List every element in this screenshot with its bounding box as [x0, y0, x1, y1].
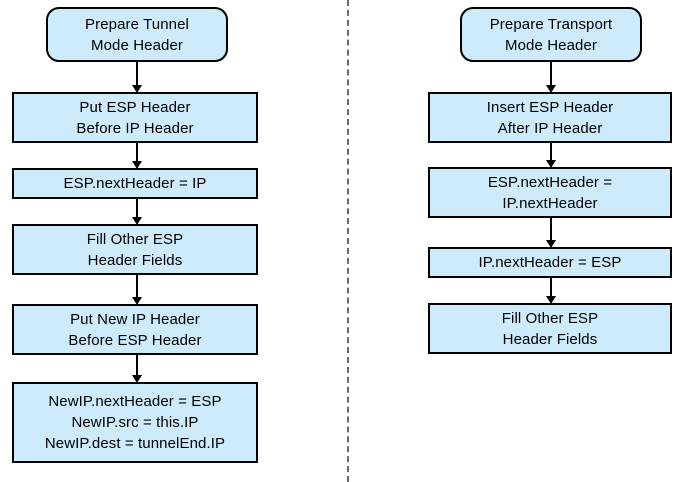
arrowhead-icon-tunnel-arrow-5 — [132, 375, 142, 383]
arrowhead-icon-tunnel-arrow-2 — [132, 161, 142, 169]
flow-node-transport-step-3: IP.nextHeader = ESP — [428, 247, 672, 278]
arrowhead-icon-tunnel-arrow-1 — [132, 85, 142, 93]
flow-node-tunnel-step-1: Put ESP Header Before IP Header — [12, 92, 258, 143]
connector-line-tunnel-arrow-5 — [136, 355, 138, 375]
connector-line-transport-arrow-3 — [550, 218, 552, 240]
connector-line-tunnel-arrow-1 — [136, 62, 138, 85]
arrowhead-icon-tunnel-arrow-3 — [132, 217, 142, 225]
arrowhead-icon-transport-arrow-2 — [546, 160, 556, 168]
connector-line-transport-arrow-4 — [550, 278, 552, 296]
flow-node-tunnel-step-4: Put New IP Header Before ESP Header — [12, 304, 258, 355]
arrowhead-icon-transport-arrow-3 — [546, 240, 556, 248]
arrowhead-icon-tunnel-arrow-4 — [132, 297, 142, 305]
flow-node-transport-step-2: ESP.nextHeader = IP.nextHeader — [428, 167, 672, 218]
connector-line-tunnel-arrow-2 — [136, 143, 138, 161]
connector-line-transport-arrow-1 — [550, 62, 552, 85]
column-divider — [347, 0, 349, 482]
flow-node-tunnel-step-2: ESP.nextHeader = IP — [12, 168, 258, 199]
flow-node-tunnel-step-3: Fill Other ESP Header Fields — [12, 224, 258, 275]
connector-line-tunnel-arrow-3 — [136, 199, 138, 217]
flow-node-transport-start: Prepare Transport Mode Header — [460, 7, 642, 62]
flow-node-transport-step-1: Insert ESP Header After IP Header — [428, 92, 672, 143]
flow-node-tunnel-step-5: NewIP.nextHeader = ESP NewIP.src = this.… — [12, 382, 258, 463]
arrowhead-icon-transport-arrow-4 — [546, 296, 556, 304]
connector-line-tunnel-arrow-4 — [136, 275, 138, 297]
flow-node-transport-step-4: Fill Other ESP Header Fields — [428, 303, 672, 354]
flow-node-tunnel-start: Prepare Tunnel Mode Header — [46, 7, 228, 62]
connector-line-transport-arrow-2 — [550, 143, 552, 160]
arrowhead-icon-transport-arrow-1 — [546, 85, 556, 93]
